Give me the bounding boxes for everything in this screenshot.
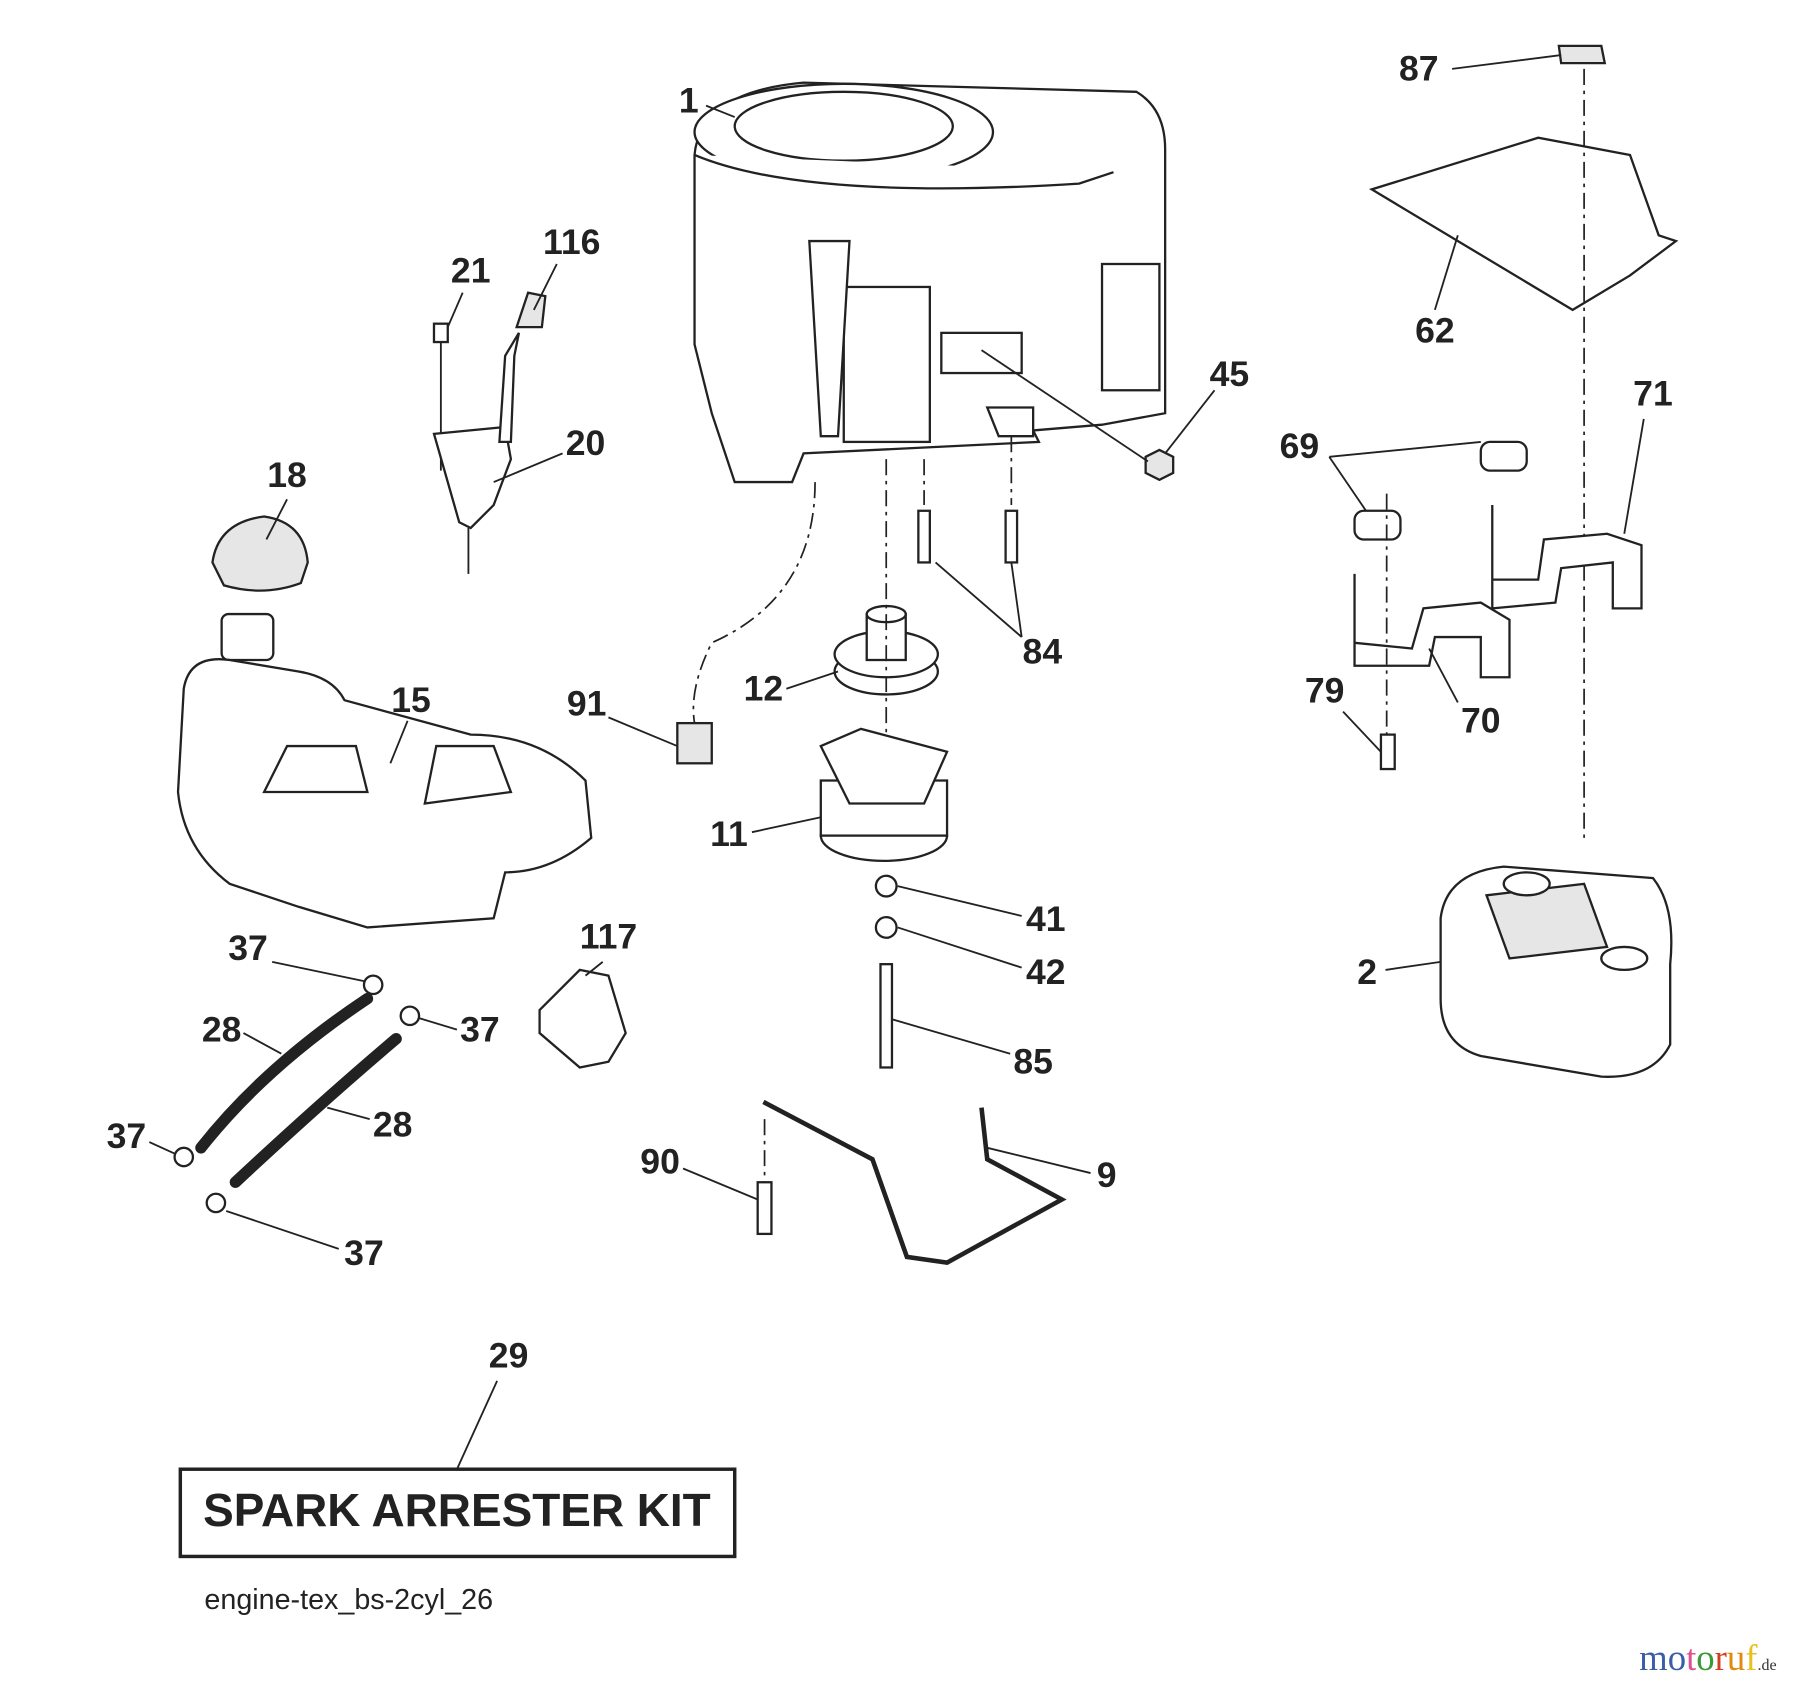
callout-2: 2 [1357,952,1377,992]
fuel-line-28b [229,1033,402,1188]
callout-42: 42 [1026,952,1066,992]
bolt-84b [1004,509,1019,564]
callout-37: 37 [107,1116,147,1156]
callout-37: 37 [344,1233,384,1273]
washer-42 [874,915,898,939]
clamp-37c [173,1146,195,1168]
clamp-37b [399,1005,421,1027]
bolt-85 [879,963,894,1069]
fuel-tank-part [176,612,593,929]
callout-20: 20 [566,423,606,463]
leader-lines [148,54,1645,1470]
clamp-37a [362,974,384,996]
clamp-37d [205,1192,227,1214]
exhaust-pipe-70 [1353,573,1511,679]
callout-71: 71 [1633,373,1673,413]
callout-87: 87 [1399,49,1439,89]
callout-69: 69 [1280,426,1320,466]
callout-90: 90 [640,1141,680,1181]
motoruf-watermark-logo: motoruf.de [1639,1637,1776,1678]
diagram-caption: engine-tex_bs-2cyl_26 [204,1584,493,1616]
callout-37: 37 [460,1009,500,1049]
washer-41 [874,874,898,898]
throttle-control-part [432,291,547,574]
callout-62: 62 [1415,310,1455,350]
callout-116: 116 [543,222,600,262]
callout-11: 11 [710,814,748,854]
heat-shield-part [1368,136,1679,312]
callout-28: 28 [373,1105,413,1145]
knob-87 [1557,44,1607,65]
spark-arrester-kit-label: SPARK ARRESTER KIT [203,1484,711,1536]
callout-84: 84 [1023,632,1063,672]
callout-37: 37 [228,928,268,968]
fuel-line-28a [195,992,374,1154]
callout-18: 18 [267,455,307,495]
callout-41: 41 [1026,899,1066,939]
fuel-cap-part [211,515,309,592]
callout-117: 117 [580,916,637,956]
bolt-79 [1379,733,1396,771]
callout-45: 45 [1210,354,1250,394]
callout-79: 79 [1305,671,1345,711]
bolt-84a [917,509,931,564]
callout-85: 85 [1013,1041,1053,1081]
rod-9 [762,1099,1067,1265]
bushing-91 [676,721,713,765]
callout-1: 1 [679,81,699,121]
callout-9: 9 [1097,1155,1117,1195]
callout-21: 21 [451,251,491,291]
nut-45 [1144,448,1175,482]
fuel-shutoff-valve-117 [538,968,627,1069]
electric-clutch-part [819,727,949,863]
muffler-part [1439,865,1673,1078]
callout-15: 15 [391,680,431,720]
bolt-90 [756,1181,773,1236]
gasket-69b [1353,509,1402,541]
callout-12: 12 [744,668,784,708]
engine-part [693,81,1167,484]
callout-29: 29 [489,1335,529,1375]
callout-91: 91 [567,683,607,723]
exhaust-pipe-71 [1491,505,1643,610]
gasket-69a [1479,440,1528,472]
callout-70: 70 [1461,701,1501,741]
callout-28: 28 [202,1009,242,1049]
spark-arrester-kit-box [178,1467,737,1559]
